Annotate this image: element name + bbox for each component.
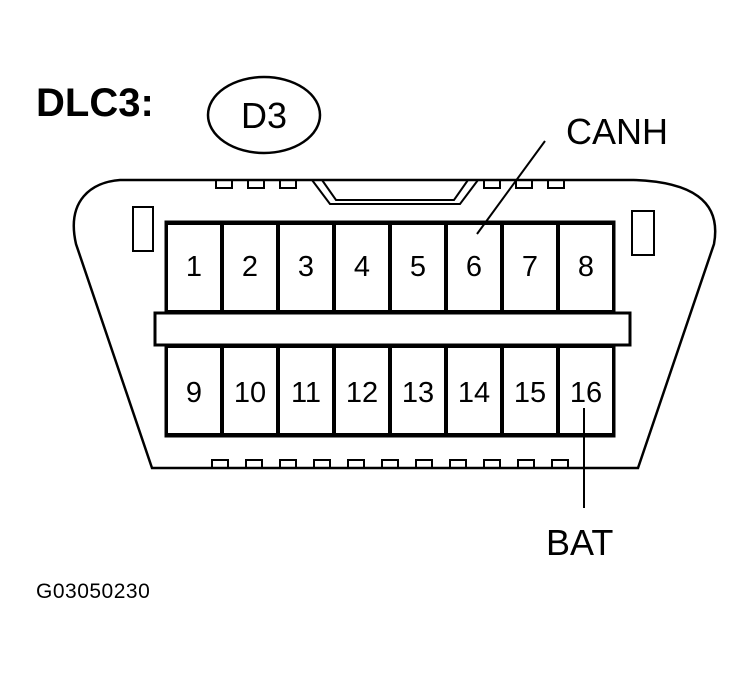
figure-code: G03050230 bbox=[36, 580, 150, 603]
right-latch-slot bbox=[631, 210, 655, 256]
pins-bottom-row: 9 10 11 12 13 14 15 16 bbox=[166, 346, 614, 435]
left-latch-slot bbox=[132, 206, 154, 252]
pin-label-8: 8 bbox=[578, 251, 594, 283]
pin-cell-16 bbox=[558, 346, 614, 435]
pin-cell-4 bbox=[334, 223, 390, 312]
pin-cell-1 bbox=[166, 223, 222, 312]
pin-label-2: 2 bbox=[242, 251, 258, 283]
pin-cell-12 bbox=[334, 346, 390, 435]
pin-label-1: 1 bbox=[186, 251, 202, 283]
pin-label-13: 13 bbox=[402, 377, 434, 409]
connector-code: D3 bbox=[241, 95, 287, 136]
pin-label-3: 3 bbox=[298, 251, 314, 283]
pin-label-5: 5 bbox=[410, 251, 426, 283]
pin-cell-10 bbox=[222, 346, 278, 435]
connector-housing bbox=[72, 178, 717, 470]
pins-top-row: 1 2 3 4 5 6 7 8 bbox=[166, 223, 614, 312]
pin-label-9: 9 bbox=[186, 377, 202, 409]
pin-cell-3 bbox=[278, 223, 334, 312]
pin-label-12: 12 bbox=[346, 377, 378, 409]
center-divider-bar bbox=[153, 311, 632, 347]
bat-label: BAT bbox=[546, 522, 613, 563]
pin-cell-11 bbox=[278, 346, 334, 435]
pin-label-11: 11 bbox=[291, 377, 321, 409]
pin-label-14: 14 bbox=[458, 377, 490, 409]
pin-label-10: 10 bbox=[234, 377, 266, 409]
pin-cell-2 bbox=[222, 223, 278, 312]
pin-label-7: 7 bbox=[522, 251, 538, 283]
pin-cell-9 bbox=[166, 346, 222, 435]
pin-cell-7 bbox=[502, 223, 558, 312]
pin-label-6: 6 bbox=[466, 251, 482, 283]
connector-code-oval bbox=[206, 75, 322, 155]
pin-label-16: 16 bbox=[570, 377, 602, 409]
pin-label-15: 15 bbox=[514, 377, 546, 409]
pin-cell-6 bbox=[446, 223, 502, 312]
pin-cell-14 bbox=[446, 346, 502, 435]
pin-cell-8 bbox=[558, 223, 614, 312]
diagram-title: DLC3: bbox=[36, 81, 154, 125]
housing-bottom-notches bbox=[211, 459, 569, 468]
pin-cell-5 bbox=[390, 223, 446, 312]
connector-key-tab bbox=[311, 179, 479, 205]
pin-cell-13 bbox=[390, 346, 446, 435]
pin-label-4: 4 bbox=[354, 251, 370, 283]
housing-top-notches bbox=[215, 180, 565, 189]
pin-cell-15 bbox=[502, 346, 558, 435]
canh-leader-line bbox=[476, 140, 546, 235]
canh-label: CANH bbox=[566, 111, 668, 152]
